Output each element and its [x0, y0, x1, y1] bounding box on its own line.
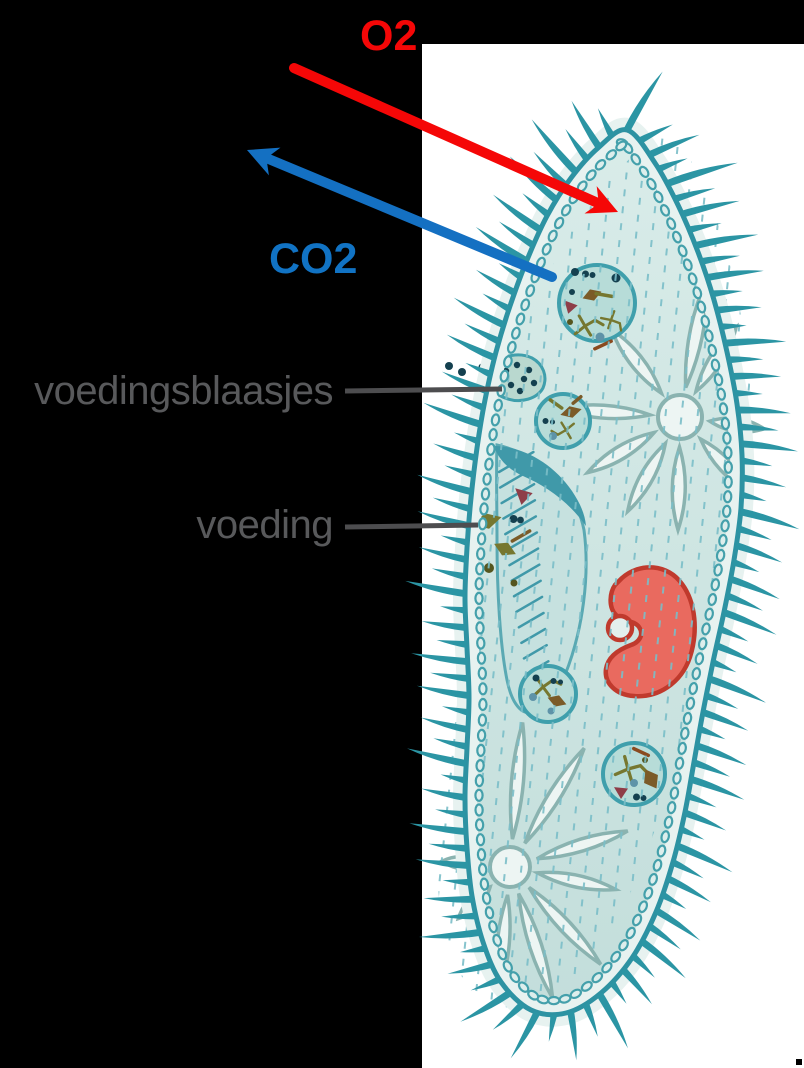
- food-pointer-line: [344, 522, 479, 530]
- o2-label: O2: [360, 12, 418, 60]
- cell-membrane: [452, 117, 755, 1027]
- membrane-vesicle-row: [474, 138, 734, 1006]
- macronucleus: [603, 565, 697, 699]
- o2-arrow: [289, 63, 618, 214]
- micronucleus: [605, 613, 635, 643]
- co2-label: CO2: [269, 235, 358, 283]
- label-lines: [344, 386, 503, 530]
- co2-arrow: [247, 147, 557, 282]
- corner-mark: [796, 1059, 802, 1065]
- food-vacuoles: [518, 263, 667, 807]
- gas-arrows: [247, 63, 618, 282]
- food-label: voeding: [196, 503, 333, 547]
- oral-groove: [494, 443, 588, 715]
- food-vacuoles-label: voedingsblaasjes: [34, 369, 333, 413]
- food-vacuoles-pointer-line: [344, 386, 503, 394]
